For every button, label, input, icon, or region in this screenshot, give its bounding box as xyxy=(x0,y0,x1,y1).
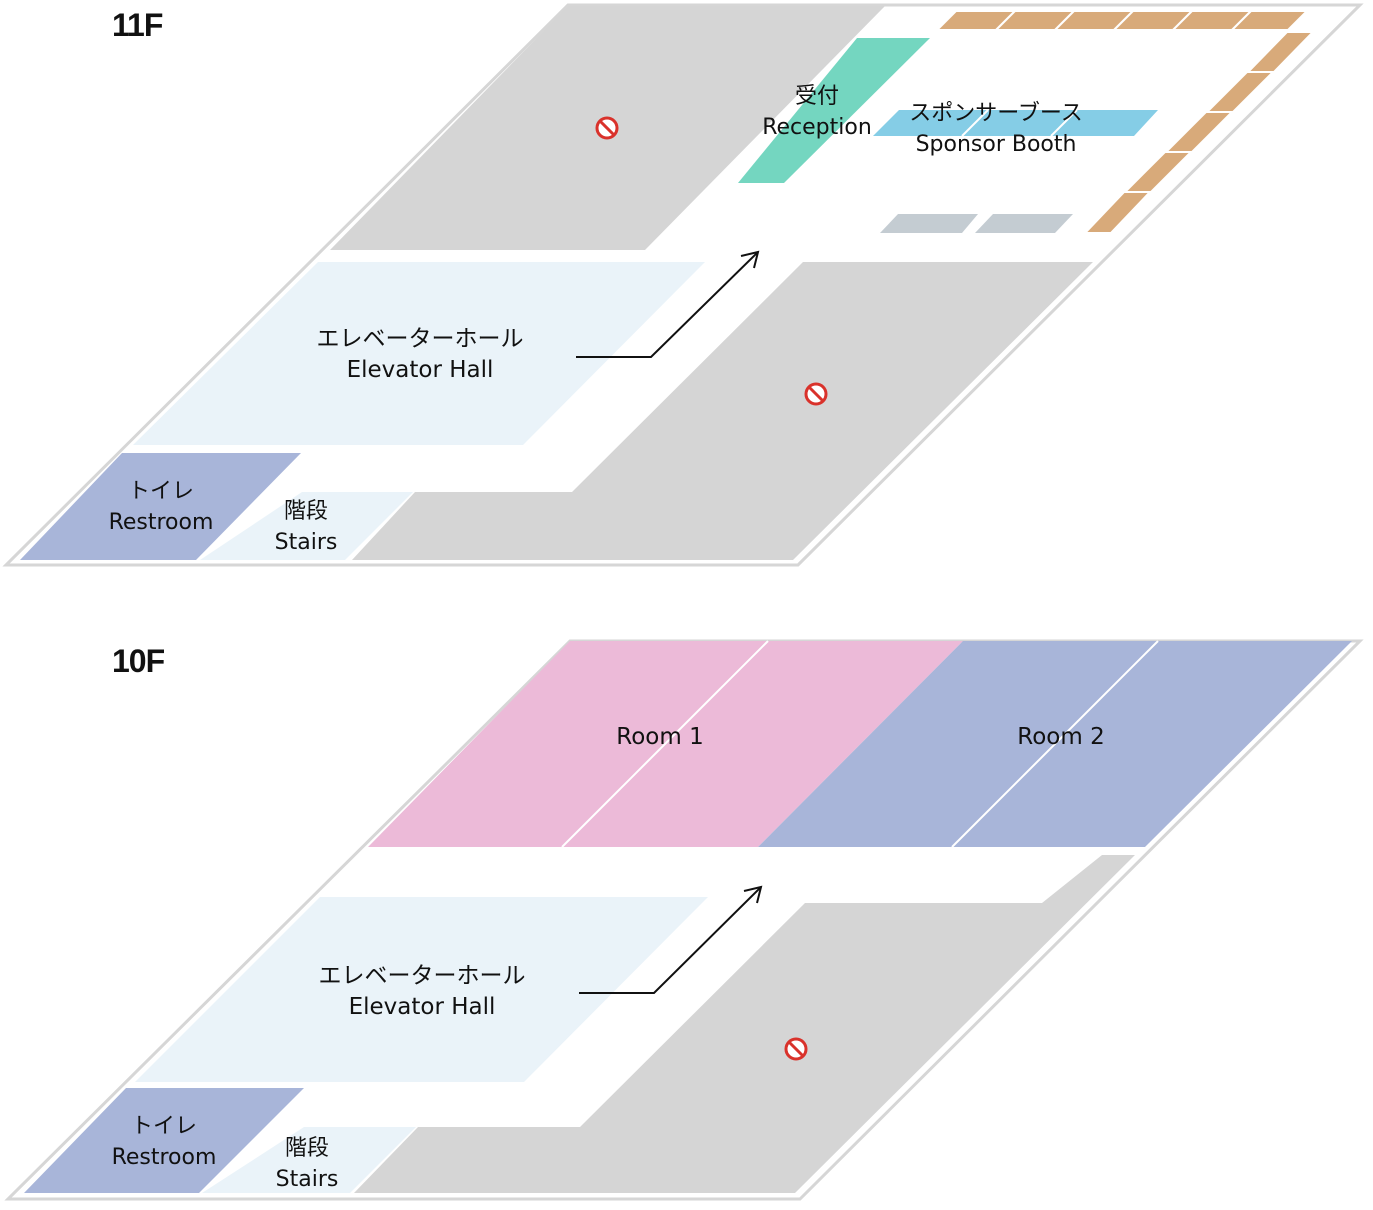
restroom-label-ja: トイレ xyxy=(128,479,194,504)
stairs-label-ja: 階段 xyxy=(284,499,328,524)
reception-label-ja: 受付 xyxy=(795,84,839,109)
elevator-hall-11f[interactable] xyxy=(133,262,705,445)
no-entry-icon xyxy=(804,382,828,406)
table-right xyxy=(975,214,1073,233)
restroom-10f[interactable] xyxy=(24,1088,304,1193)
route-arrow-10f xyxy=(579,885,763,994)
room-2-label: Room 2 xyxy=(1017,724,1104,750)
restroom-label-ja: トイレ xyxy=(131,1114,197,1139)
no-entry-icon xyxy=(595,116,619,140)
wall-booths-top xyxy=(934,10,1310,31)
floor-label-11f: 11F xyxy=(112,7,163,43)
restricted-area-south[interactable] xyxy=(352,262,1093,560)
table-left xyxy=(880,214,978,233)
floor-11f: 11F 受付 Reception スポンサーブース Sponsor Booth … xyxy=(2,3,1364,567)
wall-booths-right xyxy=(1082,31,1316,234)
route-arrow-11f xyxy=(576,250,760,358)
stairs-10f[interactable] xyxy=(202,1127,416,1193)
stairs-label-en: Stairs xyxy=(276,1167,339,1192)
stairs-label-ja: 階段 xyxy=(285,1136,329,1161)
elevator-hall-10f[interactable] xyxy=(135,897,708,1082)
room-dividers xyxy=(561,640,1159,848)
reception-label-en: Reception xyxy=(762,115,872,140)
stairs-11f[interactable] xyxy=(200,492,413,560)
restroom-label-en: Restroom xyxy=(109,510,214,535)
sponsor-booth-label-en: Sponsor Booth xyxy=(916,132,1077,157)
elevator-hall-label-en: Elevator Hall xyxy=(349,994,496,1020)
elevator-hall-label-en: Elevator Hall xyxy=(347,357,494,383)
room-1-label: Room 1 xyxy=(616,724,703,750)
floor-10f: 10F Room 1 Room 2 エレベーターホール Elevator Hal… xyxy=(4,639,1364,1201)
reception-counter[interactable] xyxy=(738,38,930,183)
restroom-11f[interactable] xyxy=(20,453,301,560)
restricted-area-south-10f[interactable] xyxy=(354,855,1135,1193)
stairs-label-en: Stairs xyxy=(275,530,338,555)
restroom-label-en: Restroom xyxy=(112,1145,217,1170)
sponsor-booth-area[interactable] xyxy=(873,110,1158,136)
elevator-hall-label-ja: エレベーターホール xyxy=(319,963,526,989)
floor-label-10f: 10F xyxy=(112,643,165,679)
no-entry-icon xyxy=(784,1037,808,1061)
elevator-hall-label-ja: エレベーターホール xyxy=(317,326,524,352)
sponsor-booth-label-ja: スポンサーブース xyxy=(909,101,1083,126)
